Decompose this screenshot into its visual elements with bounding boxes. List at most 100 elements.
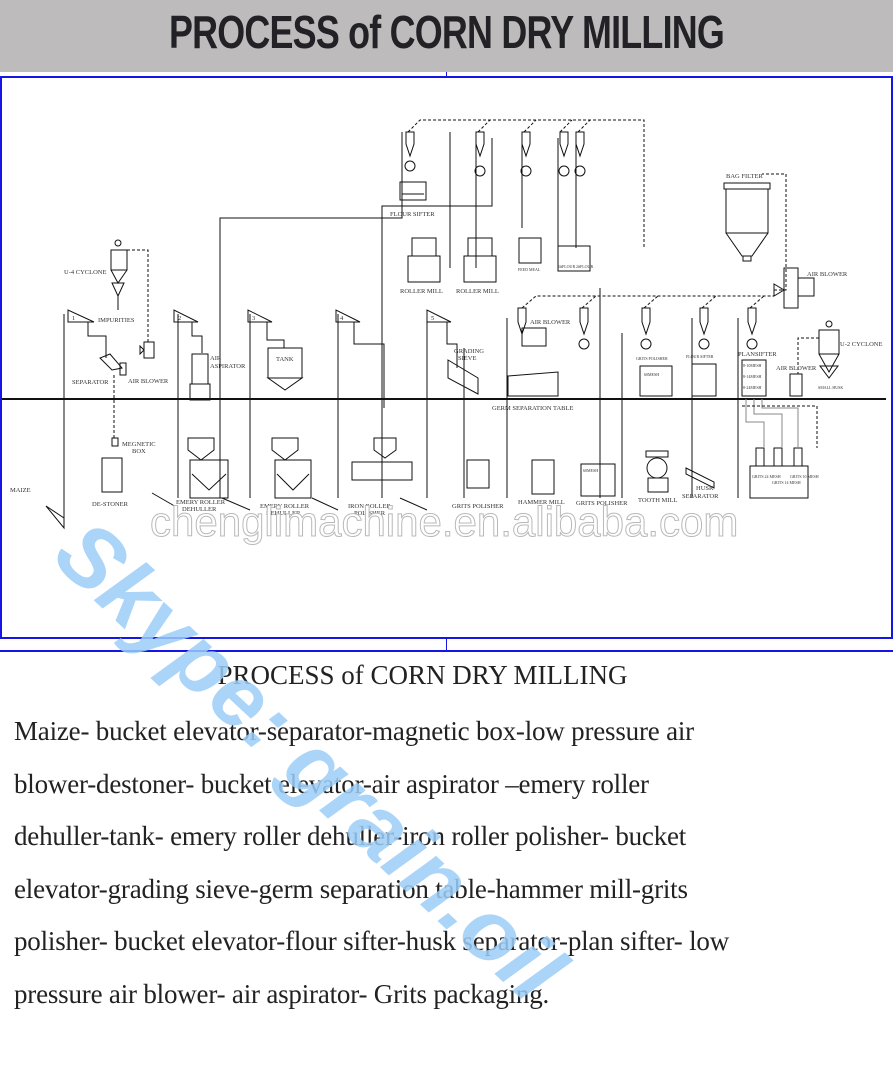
bag-filter xyxy=(723,182,771,262)
label-grits-polisher-top: GRITS POLISHER xyxy=(636,356,668,361)
top-cyclones xyxy=(404,131,586,177)
label-aspirator: ASPIRATOR xyxy=(210,363,246,370)
description-line: Maize- bucket elevator-separator-magneti… xyxy=(14,716,694,746)
label-emery-2b: DEHULLER xyxy=(266,510,301,517)
label-grading: GRADING xyxy=(454,348,484,355)
description-line: dehuller-tank- emery roller dehuller-iro… xyxy=(14,821,687,851)
dashed-air-duct-top xyxy=(407,119,645,248)
process-description: Maize- bucket elevator-separator-magneti… xyxy=(14,705,874,1020)
flour-sifter-right xyxy=(691,363,717,397)
elevator-4-head xyxy=(335,309,361,323)
feed-meal-bin xyxy=(518,237,542,264)
label-maize: MAIZE xyxy=(10,487,31,494)
tank xyxy=(267,347,303,379)
label-husk: HUSK xyxy=(696,485,714,492)
label-hammer-mill: HAMMER MILL xyxy=(518,499,565,506)
process-flow-diagram: U-4 CYCLONE IMPURITIES SEPARATOR AIR BLO… xyxy=(2,119,886,530)
description-line: pressure air blower- air aspirator- Grit… xyxy=(14,978,550,1009)
grits-polisher-1 xyxy=(466,459,490,489)
air-blower-1 xyxy=(139,341,155,359)
elevator-numbers: 1 2 3 4 5 xyxy=(72,315,434,322)
label-impurities: IMPURITIES xyxy=(98,317,135,324)
label-grits-14: GRITS 14 MESH xyxy=(772,480,801,485)
de-stoner xyxy=(101,457,123,493)
label-feed-meal: FEED MEAL xyxy=(518,267,541,272)
label-de-stoner: DE-STONER xyxy=(92,501,129,508)
label-tank: TANK xyxy=(276,356,294,363)
label-roller-mill-2: ROLLER MILL xyxy=(456,288,499,295)
flour-bins xyxy=(557,245,591,272)
separator-machine xyxy=(99,353,127,376)
banner-title: PROCESS of CORN DRY MILLING xyxy=(168,6,725,58)
label-box: BOX xyxy=(132,448,146,455)
mid-cyclones xyxy=(517,307,758,350)
elevator-number-3: 3 xyxy=(252,315,255,322)
label-roller-mill-1: ROLLER MILL xyxy=(400,288,443,295)
label-sieve: SIEVE xyxy=(458,355,476,362)
label-u2-cyclone: U-2 CYCLONE xyxy=(840,341,882,348)
label-grits-10: GRITS 10 MESH xyxy=(790,474,819,479)
label-emery-2a: EMERY ROLLER xyxy=(260,503,310,510)
label-flour-1: 1#FLOUR xyxy=(558,264,575,269)
label-germ-table: GERM SEPARATION TABLE xyxy=(492,405,573,412)
label-flour-sifter-top: FLOUR SIFTER xyxy=(390,211,435,218)
grits-bins-rack xyxy=(749,447,809,499)
label-grits-polisher-1: GRITS POLISHER xyxy=(452,503,504,510)
u2-cyclone xyxy=(818,320,840,379)
label-flour-sifter-right: FLOUR SIFTER xyxy=(686,354,714,359)
elevator-2-head xyxy=(173,309,199,323)
label-emery-1b: DEHULLER xyxy=(182,506,217,513)
label-flour-2: 2#FLOUR xyxy=(576,264,593,269)
label-air-blower-1: AIR BLOWER xyxy=(128,378,169,385)
description-line: blower-destoner- bucket elevator-air asp… xyxy=(14,768,649,799)
hammer-mill xyxy=(531,459,555,495)
label-u4-cyclone: U-4 CYCLONE xyxy=(64,269,106,276)
flour-sifter-top xyxy=(399,181,427,201)
dashed-air-duct-mid xyxy=(521,295,774,309)
grits-polisher-2 xyxy=(580,463,616,497)
label-plansifter: PLANSIFTER xyxy=(738,351,777,358)
label-grits-polisher-2: GRITS POLISHER xyxy=(576,500,628,507)
label-air: AIR xyxy=(210,355,222,362)
header-banner: PROCESS of CORN DRY MILLING xyxy=(0,0,893,72)
label-air-blower-4: AIR BLOWER xyxy=(776,365,817,372)
label-tooth-mill: TOOTH MILL xyxy=(638,497,677,504)
frame-tick-top xyxy=(446,72,447,77)
label-iron-roller-a: IRON ROLLER xyxy=(348,503,391,510)
grading-sieve xyxy=(447,359,479,395)
divider-line xyxy=(0,650,893,652)
label-magnetic: MEGNETIC xyxy=(122,441,156,448)
label-separator-2: SEPARATOR xyxy=(682,493,719,500)
label-grits-24: GRITS 24 MESH xyxy=(752,474,781,479)
elevator-3-head xyxy=(247,309,273,323)
emery-roller-dehuller-1 xyxy=(187,437,229,499)
roller-mill-1 xyxy=(407,237,441,283)
plansifter xyxy=(741,359,767,397)
roller-mill-2 xyxy=(463,237,497,283)
emery-roller-dehuller-2 xyxy=(271,437,312,499)
label-60mesh-bottom: 60MESH xyxy=(583,468,598,473)
magnetic-box xyxy=(111,437,119,447)
label-mesh-3: 8-24MESH xyxy=(743,385,762,390)
air-blower-4 xyxy=(789,373,803,397)
air-blower-3 xyxy=(773,267,815,309)
description-line: elevator-grading sieve-germ separation t… xyxy=(14,873,688,904)
label-iron-roller-b: POLISHER xyxy=(354,510,386,517)
label-separator: SEPARATOR xyxy=(72,379,109,386)
label-air-blower-2: AIR BLOWER xyxy=(530,319,571,326)
description-line: polisher- bucket elevator-flour sifter-h… xyxy=(14,926,730,956)
elevator-number-5: 5 xyxy=(431,315,434,322)
elevator-number-1: 1 xyxy=(72,315,75,322)
label-bag-filter: BAG FILTER xyxy=(726,173,763,180)
elevator-1-head xyxy=(67,309,95,323)
label-air-blower-3: AIR BLOWER xyxy=(807,271,848,278)
label-mesh-2: 8-14MESH xyxy=(743,374,762,379)
label-small-husk: SMALL HUSK xyxy=(818,385,843,390)
section-title: PROCESS of CORN DRY MILLING xyxy=(217,660,628,690)
label-emery-1a: EMERY ROLLER xyxy=(176,499,226,506)
iron-roller-polisher xyxy=(351,437,413,481)
elevator-5-head xyxy=(426,309,452,323)
label-mesh-1: 8-10MESH xyxy=(743,363,762,368)
air-aspirator xyxy=(189,353,211,401)
elevator-number-2: 2 xyxy=(178,315,181,322)
